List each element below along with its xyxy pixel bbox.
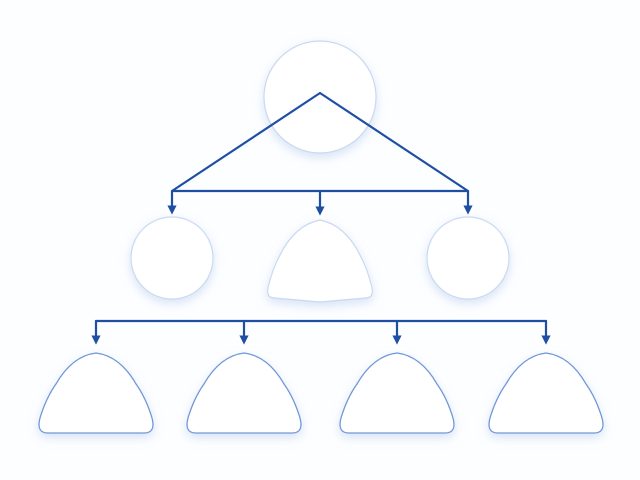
nodes-layer	[38, 40, 604, 434]
leaf-node-3	[339, 352, 455, 434]
leaf-node-1	[38, 352, 154, 434]
connectors-layer	[91, 91, 551, 345]
leaf-node-4	[488, 352, 604, 434]
mid-node-1	[130, 216, 214, 300]
mid-node-2	[267, 219, 373, 303]
mid-node-3	[426, 216, 510, 300]
leaf-node-2	[186, 352, 302, 434]
root-node	[263, 40, 377, 154]
